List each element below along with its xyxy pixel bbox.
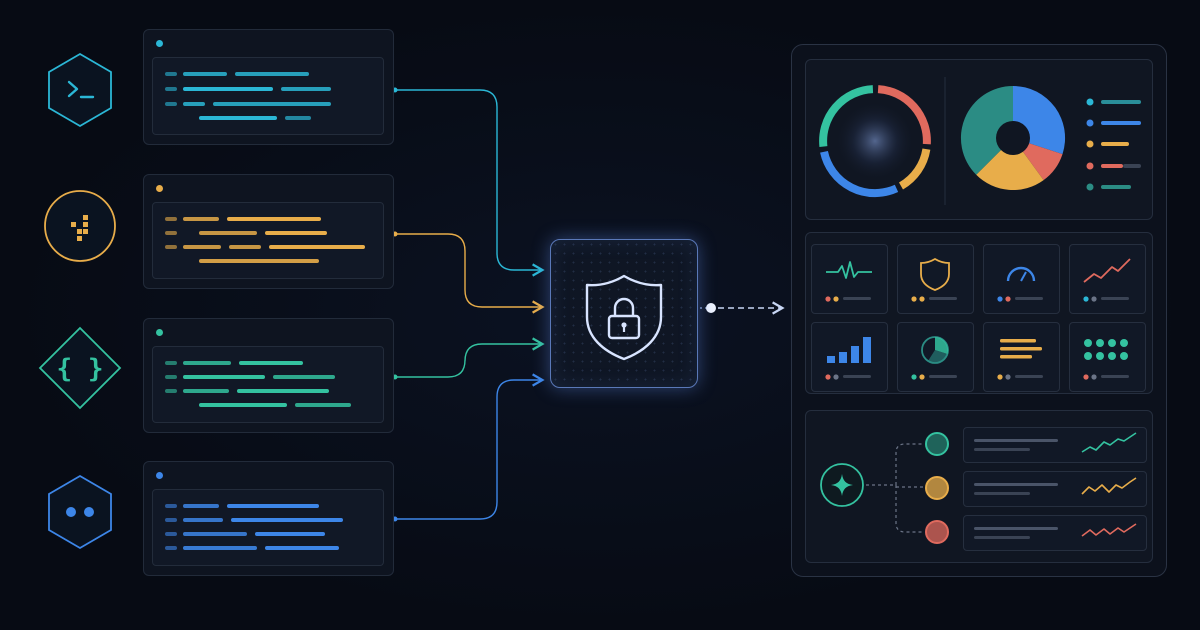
source-card-api [143,461,394,576]
link-dots [392,231,545,314]
terminal-source [40,50,120,130]
insight-row-red[interactable] [963,515,1147,551]
dot-grid-icon [1083,339,1129,380]
status-red [925,520,949,544]
link-code [392,337,545,380]
insight-row-yellow[interactable] [963,471,1147,507]
terminal-icon [48,52,112,128]
bar-chart-icon [825,337,871,380]
charts-svg [819,77,1141,205]
link-terminal [392,87,545,277]
pie-chart [960,85,1066,191]
gauge-icon [997,266,1043,302]
metrics-panel [805,232,1153,394]
status-yellow [925,476,949,500]
code-block [152,346,384,423]
svg-text:{ }: { } [57,354,104,384]
source-card-terminal [143,29,394,145]
curly-braces-icon: { } [38,326,122,410]
shield-icon [911,257,957,302]
two-dots-icon [48,474,112,550]
metric-tile-dots[interactable] [1069,322,1146,392]
metric-tile-bars[interactable] [811,322,888,392]
api-source [40,472,120,552]
status-dot [156,472,163,479]
status-teal [925,432,949,456]
pulse-icon [825,261,872,302]
sparkline-wave-icon [974,477,1137,495]
list-lines-icon [997,339,1043,380]
source-card-code [143,318,394,433]
dashboard-panel [791,44,1167,577]
code-block [152,489,384,566]
sparkline-up-icon [974,432,1137,453]
code-source: { } [36,324,124,412]
metric-tile-trend[interactable] [1069,244,1146,314]
status-dot [156,40,163,47]
insight-row-teal[interactable] [963,427,1147,463]
grid-dots-icon [44,190,116,262]
status-dot [156,329,163,336]
source-card-dots [143,174,394,289]
chart-legend [1086,98,1141,191]
metric-tile-shield[interactable] [897,244,974,314]
donut-ring-chart [819,85,931,198]
grid-source [40,186,120,266]
trend-up-icon [1083,258,1131,302]
insights-panel [805,410,1153,563]
link-api [392,373,545,522]
metric-tile-pie[interactable] [897,322,974,392]
sparkline-zigzag-icon [974,523,1137,539]
code-block [152,57,384,135]
status-dot [156,185,163,192]
security-hub [550,239,698,388]
charts-panel [805,59,1153,220]
metric-tile-gauge[interactable] [983,244,1060,314]
branch-lines [866,443,923,533]
code-block [152,202,384,279]
shield-lock-icon [585,274,663,361]
metric-tile-list[interactable] [983,322,1060,392]
insights-svg [820,432,949,544]
metric-tile-pulse[interactable] [811,244,888,314]
sparkle-icon [820,463,864,507]
pie-slice-icon [911,336,957,380]
